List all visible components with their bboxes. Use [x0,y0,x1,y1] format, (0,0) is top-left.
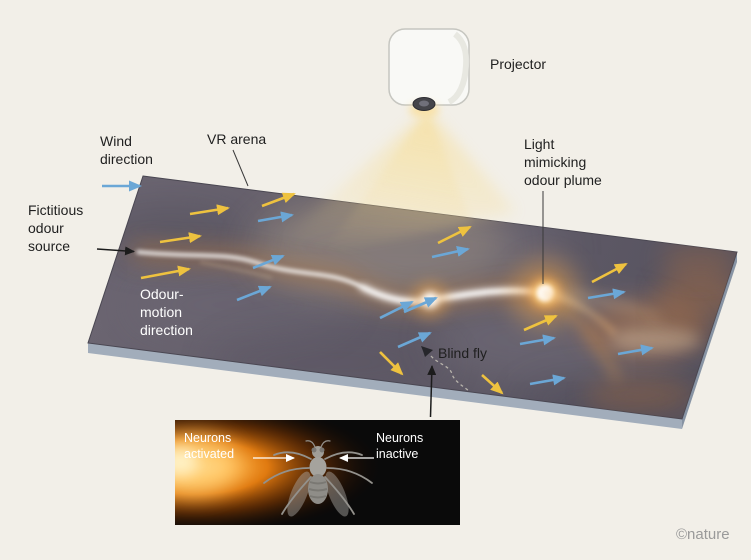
inset-panel [175,420,460,525]
vr-arena-pointer-line [232,149,249,187]
wind-arrow-icon [587,288,626,300]
wind-arrow-icon [403,296,438,314]
blind-fly-marker [421,346,433,357]
fictitious-odour-source-label: Fictitious odour source [28,202,84,254]
wind-arrow-icon [257,211,294,223]
projector-label: Projector [490,56,547,72]
odour-arrow-icon [159,232,202,244]
fly-graphic [263,440,373,517]
light-cone [250,110,516,268]
odour-arrow-icon [379,351,404,376]
projector-graphic [388,28,470,117]
arena-edge [88,252,737,429]
blind-fly-arrow [427,365,437,418]
odour-source-arrow [96,246,135,256]
odour-arrow-icon [481,374,504,395]
wind-arrow-icon [519,334,556,346]
odour-arrow-icon [437,225,472,245]
odour-arrow-icon [591,262,628,284]
odour-arrow-icon [189,204,230,216]
odour-arrow-icon [261,192,296,208]
neurons-activated-label: Neurons activated [184,431,235,461]
neurons-inactive-label: Neurons inactive [376,431,424,461]
wind-arrow-icon [252,254,285,270]
odour-motion-direction-label: Odour-motion direction [140,286,193,338]
wind-arrow-icon [617,344,654,356]
wind-arrow-icon [236,285,272,302]
blind-fly-label: Blind fly [438,345,488,361]
light-mimicking-label: Light mimicking odour plume [524,136,602,188]
nature-credit: ©nature [676,526,730,543]
wind-arrow-icon [397,331,432,349]
odour-arrow-icon [523,314,558,332]
wind-arrow-icon [379,300,414,320]
odour-arrow-icon [140,265,191,280]
wind-direction-label: Wind direction [100,133,153,167]
vr-arena-label: VR arena [207,131,267,147]
wind-arrow-icon [529,374,566,386]
wind-arrow-icon [431,246,470,259]
